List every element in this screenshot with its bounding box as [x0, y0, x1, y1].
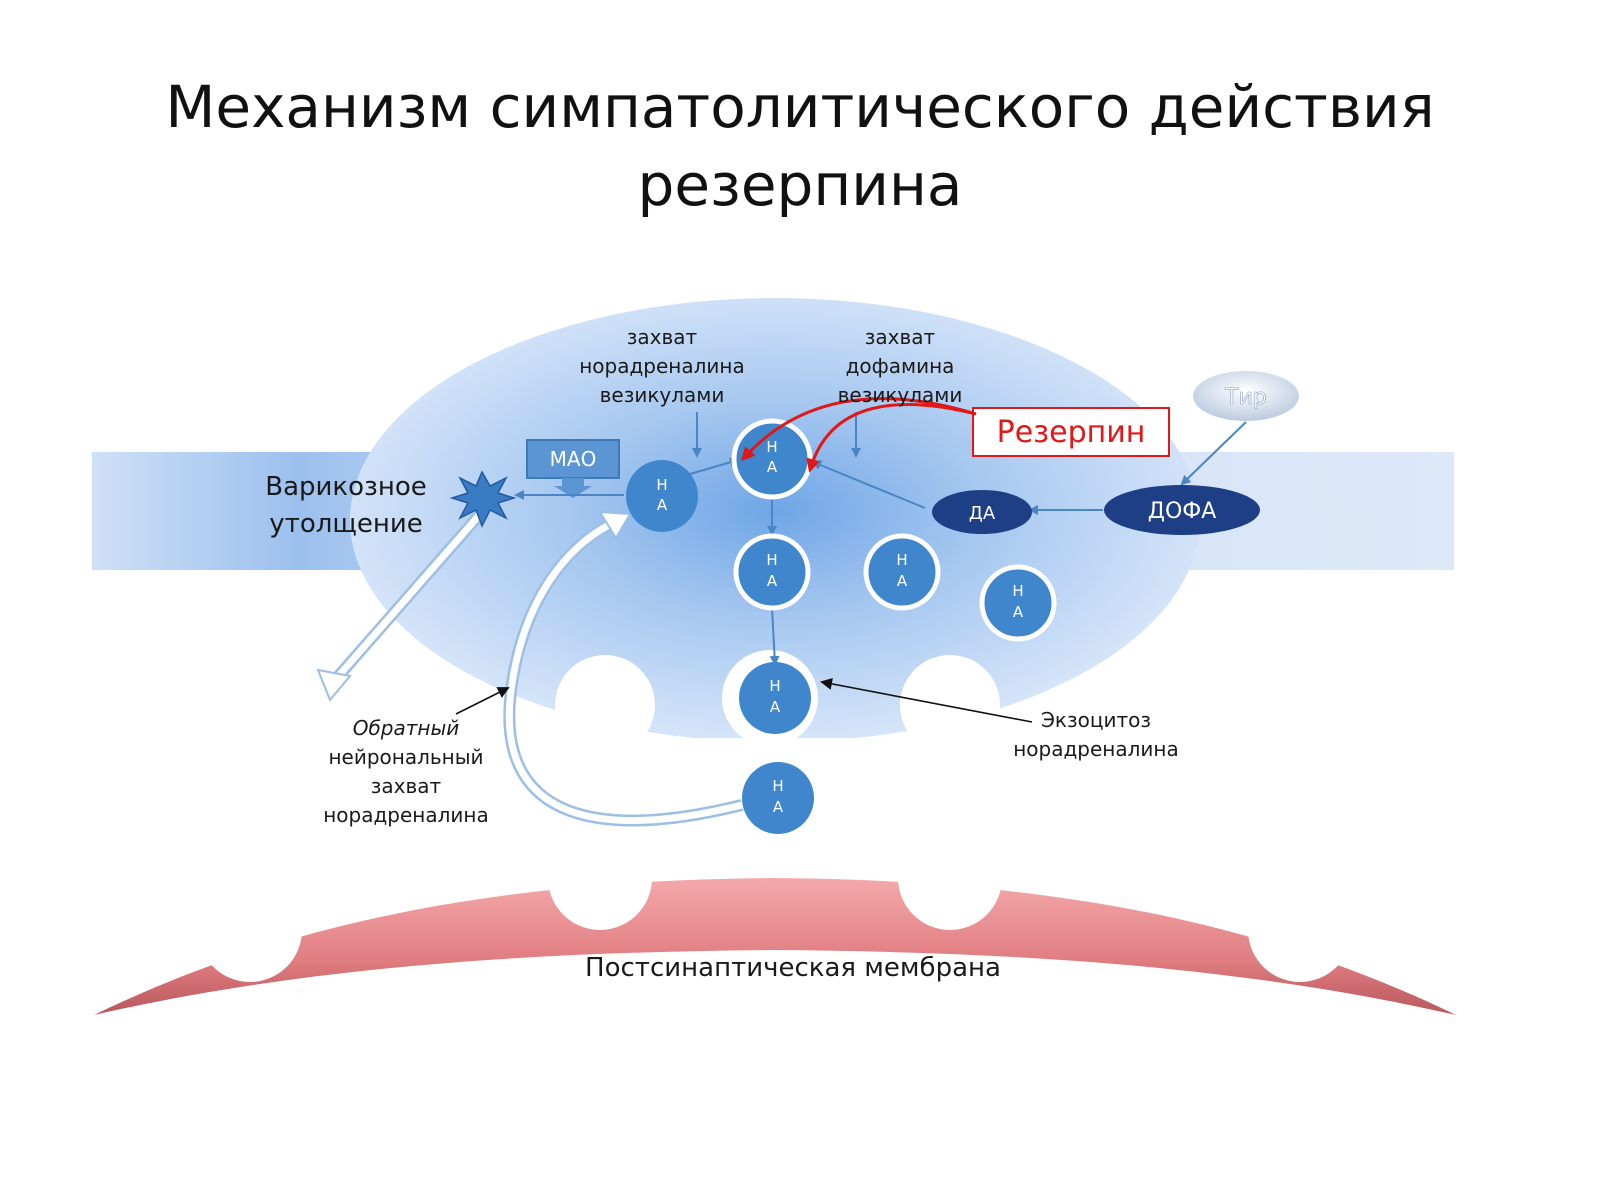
uptake-na-label-line-1: захват — [627, 325, 698, 349]
vesicle-cleft: Н А — [742, 762, 814, 834]
receptor-pit-1 — [198, 878, 302, 982]
tyr-node: Тир — [1193, 371, 1299, 421]
arrow-tyr-to-dopa — [1180, 421, 1247, 486]
uptake-na-label-line-2: норадреналина — [579, 354, 745, 378]
vesicle-label-top: Н — [896, 551, 907, 569]
exocytosis-label-line-2: норадреналина — [1013, 737, 1179, 761]
page-title: Механизм симпатолитического действия рез… — [0, 68, 1600, 224]
vesicle-label-bottom: А — [770, 698, 781, 716]
vesicle-label-top: Н — [772, 777, 783, 795]
vesicle-label-bottom: А — [1013, 603, 1024, 621]
receptor-pit-2 — [548, 826, 652, 930]
reserpine-label: Резерпин — [997, 415, 1146, 450]
vesicle-label-top: Н — [769, 677, 780, 695]
vesicle-label-bottom: А — [657, 496, 668, 514]
arrow-vesicle-down-2 — [769, 607, 780, 666]
release-pit-right — [900, 655, 1000, 755]
vesicle-label-top: Н — [766, 551, 777, 569]
release-pit-left — [555, 655, 655, 755]
vesicle-label-bottom: А — [767, 572, 778, 590]
reuptake-pointer — [455, 687, 510, 715]
arrow-da-to-vesicle — [811, 460, 926, 509]
vesicle-label-bottom: А — [767, 458, 778, 476]
da-node: ДА — [932, 490, 1032, 534]
reserpine-box — [972, 407, 1170, 457]
vesicle-top: Н А — [731, 418, 813, 500]
vesicle-cytoplasm: Н А — [626, 460, 698, 532]
tyr-label: Тир — [1224, 385, 1267, 410]
mao-label: МАО — [550, 447, 597, 471]
reserpine-arrow-right — [806, 403, 977, 473]
reuptake-label-line-2: нейрональный — [328, 745, 483, 769]
exocytosis-label-line-1: Экзоцитоз — [1041, 708, 1151, 732]
title-line-1: Механизм симпатолитического действия — [165, 73, 1435, 141]
reuptake-label-line-3: захват — [371, 774, 442, 798]
vesicle-label-top: Н — [1012, 582, 1023, 600]
reuptake-label-line-1: Обратный — [353, 716, 460, 740]
postsynaptic-membrane-label: Постсинаптическая мембрана — [585, 953, 1001, 983]
uptake-na-label-line-3: везикулами — [600, 383, 725, 407]
postsynaptic-membrane — [94, 878, 1456, 1015]
receptor-pit-3 — [898, 826, 1002, 930]
uptake-da-label-line-3: везикулами — [838, 383, 963, 407]
vesicle-right-1: Н А — [863, 533, 941, 611]
exocytosis-pointer — [820, 677, 1033, 723]
vesicle-label-bottom: А — [773, 798, 784, 816]
degradation-burst-icon — [449, 470, 517, 528]
receptor-pit-4 — [1248, 878, 1352, 982]
vesicle-label-top: Н — [766, 438, 777, 456]
varicose-label-line-1: Варикозное — [265, 472, 427, 502]
uptake-da-label-line-1: захват — [865, 325, 936, 349]
da-label: ДА — [969, 503, 996, 524]
vesicle-middle: Н А — [733, 533, 811, 611]
title-line-2: резерпина — [637, 151, 963, 219]
dopa-label: ДОФА — [1148, 499, 1217, 524]
uptake-da-label-line-2: дофамина — [846, 354, 955, 378]
reuptake-label-line-4: норадреналина — [323, 803, 489, 827]
vesicle-exocytosis: Н А — [739, 662, 811, 734]
vesicle-label-bottom: А — [897, 572, 908, 590]
vesicle-right-2: Н А — [979, 564, 1057, 642]
reserpine-arrow-left — [741, 397, 977, 462]
vesicle-label-top: Н — [656, 476, 667, 494]
arrow-cyt-to-vesicle — [689, 457, 740, 475]
dopa-node: ДОФА — [1104, 485, 1260, 535]
varicose-label-line-2: утолщение — [269, 509, 422, 539]
mao-down-arrow — [554, 478, 592, 498]
